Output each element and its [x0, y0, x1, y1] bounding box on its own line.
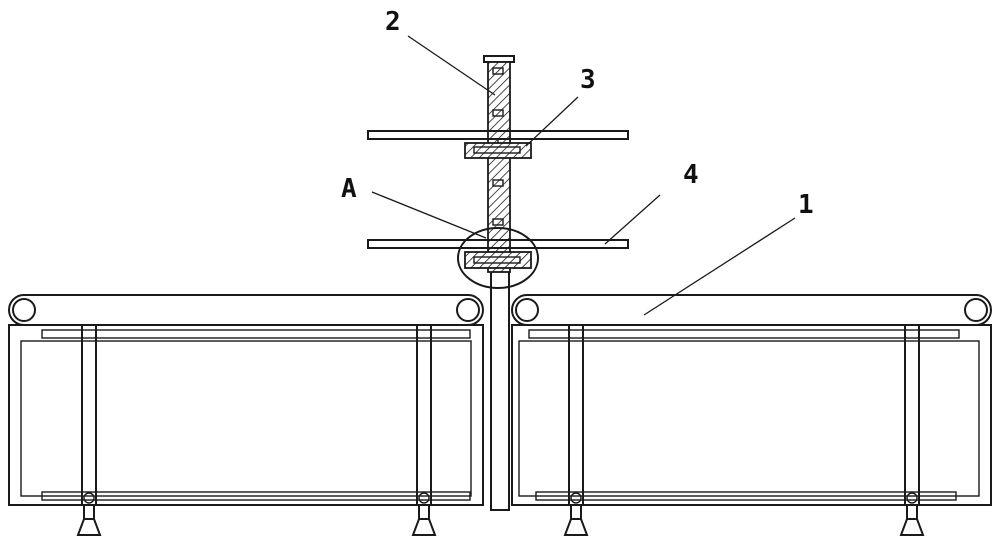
leader-part-1	[643, 217, 796, 316]
label-part-3: 3	[580, 65, 596, 95]
left-belt-roller-left	[12, 298, 36, 322]
left-leg-1	[76, 324, 102, 536]
left-bottom-plate	[41, 491, 471, 501]
label-part-2: 2	[385, 7, 401, 37]
right-leg-2	[899, 324, 925, 536]
label-part-4: 4	[683, 160, 699, 190]
upper-hub	[464, 142, 532, 159]
right-leg-1	[563, 324, 589, 536]
left-conveyor-belt	[8, 294, 484, 326]
right-top-plate	[528, 329, 960, 339]
detail-circle-a	[457, 227, 539, 289]
left-conveyor	[8, 294, 484, 536]
lower-tray-assembly	[367, 227, 629, 289]
leader-part-3	[525, 96, 579, 147]
label-part-1: 1	[798, 190, 814, 220]
right-frame-inner	[518, 340, 980, 497]
left-belt-roller-right	[456, 298, 480, 322]
right-bottom-plate	[535, 491, 957, 501]
leader-part-2	[407, 35, 496, 96]
right-frame-outer	[511, 324, 992, 506]
left-frame-inner	[20, 340, 472, 497]
right-belt-roller-right	[964, 298, 988, 322]
left-top-plate	[41, 329, 471, 339]
right-conveyor-belt	[511, 294, 992, 326]
central-post	[490, 267, 510, 511]
lower-hub	[464, 251, 532, 269]
upper-tray-assembly	[367, 130, 629, 159]
label-detail-a: A	[341, 174, 357, 204]
right-conveyor	[511, 294, 992, 536]
leader-detail-a	[371, 191, 487, 239]
left-leg-2	[411, 324, 437, 536]
left-frame-outer	[8, 324, 484, 506]
right-belt-roller-left	[515, 298, 539, 322]
leader-part-4	[604, 194, 661, 245]
vertical-shaft	[483, 55, 515, 273]
lower-tray-plate	[367, 239, 629, 249]
